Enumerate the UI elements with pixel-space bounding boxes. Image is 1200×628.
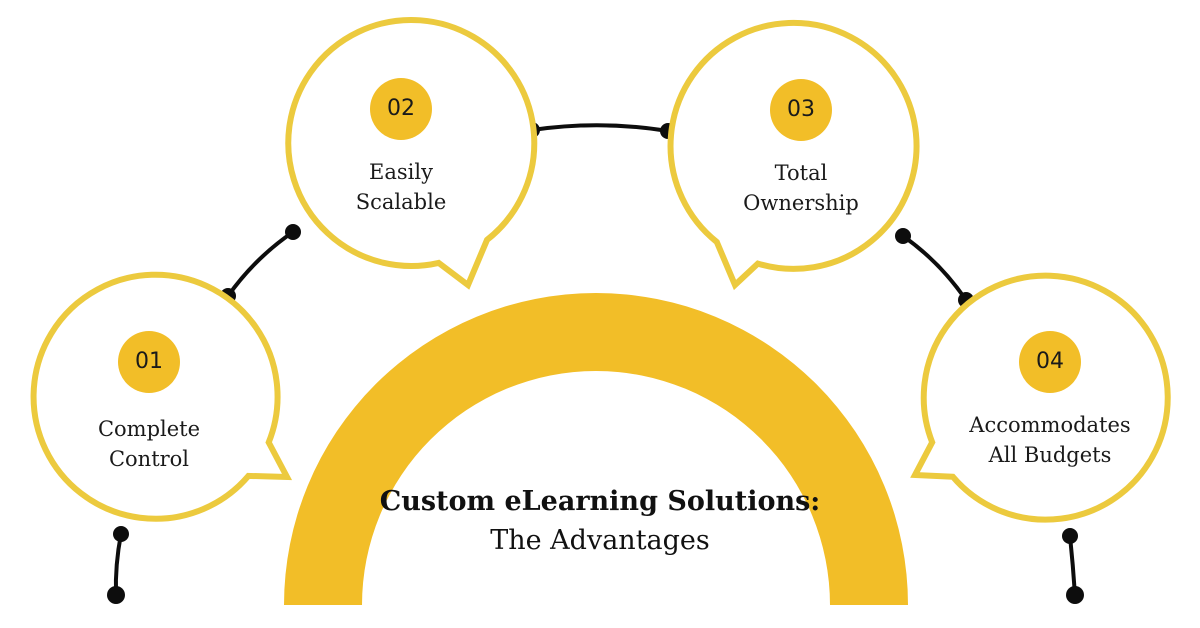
badge-04: 04 [1019,331,1081,393]
label-03: Total Ownership [691,158,911,218]
connector-dot [285,224,301,240]
connector-dot [1066,586,1084,604]
diagram-title: Custom eLearning Solutions: The Advantag… [350,482,850,560]
central-arch [284,293,908,605]
label-02-line2: Scalable [355,190,447,214]
badge-02: 02 [370,78,432,140]
label-01-line1: Complete [97,417,201,441]
title-rest: The Advantages [490,525,710,556]
bubble-02 [285,16,538,290]
label-01: Complete Control [39,414,259,474]
connector-dot [1062,528,1078,544]
connector-02-03 [530,123,670,133]
title-bold: Custom eLearning Solutions: [379,486,821,517]
connector-01-02 [226,230,295,298]
bubble-04 [910,272,1171,523]
connector-03-04 [901,234,968,302]
label-04: Accommodates All Budgets [940,410,1160,470]
label-04-line1: Accommodates [969,413,1131,437]
label-02: Easily Scalable [291,157,511,217]
badge-03: 03 [770,79,832,141]
label-01-line2: Control [108,447,190,471]
connector-dot [107,586,125,604]
bubble-03 [667,19,920,291]
connector-dot [113,526,129,542]
badge-01: 01 [118,331,180,393]
connector-01-bottom [113,532,123,597]
label-04-line2: All Budgets [988,443,1112,467]
label-03-line2: Ownership [743,191,859,215]
bubble-01 [30,271,293,522]
label-02-line1: Easily [369,160,433,184]
label-03-line1: Total [774,161,828,185]
connector-dot [895,228,911,244]
